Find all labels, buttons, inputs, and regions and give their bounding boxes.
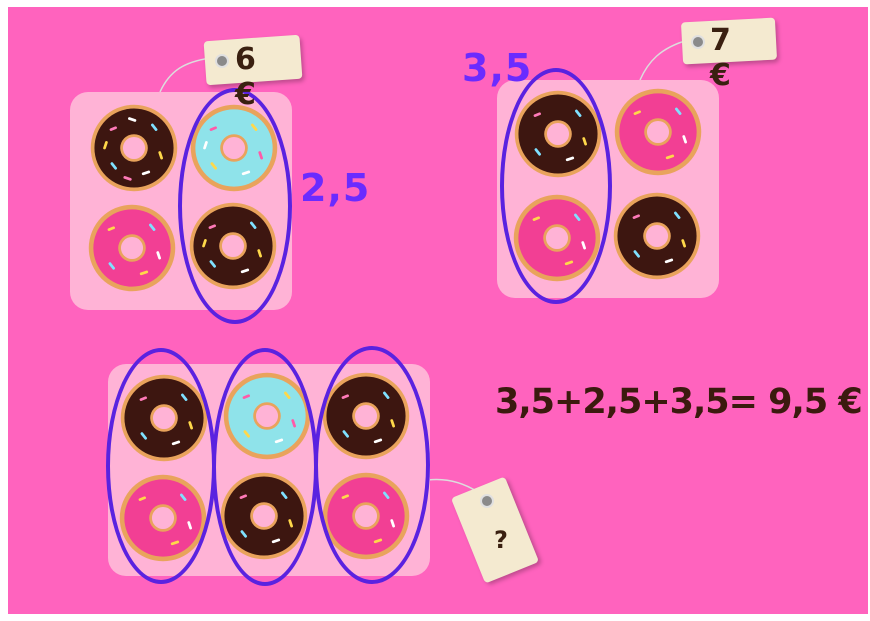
chocolate-donut [118,372,210,464]
chocolate-donut [88,102,180,194]
chocolate-donut [611,190,703,282]
blue-frosted-donut [221,370,313,462]
equation-text: 3,5+2,5+3,5= 9,5 € [495,382,862,422]
chocolate-donut [218,470,310,562]
chocolate-donut [320,370,412,462]
pink-frosted-donut [86,202,178,294]
pink-frosted-donut [612,86,704,178]
pair-price-label: 2,5 [300,166,370,210]
pink-frosted-donut [511,192,603,284]
blue-frosted-donut [188,102,280,194]
pair-price-label: 3,5 [462,46,532,90]
chocolate-donut [187,200,279,292]
pink-frosted-donut [117,472,209,564]
pink-frosted-donut [320,470,412,562]
chocolate-donut [512,88,604,180]
